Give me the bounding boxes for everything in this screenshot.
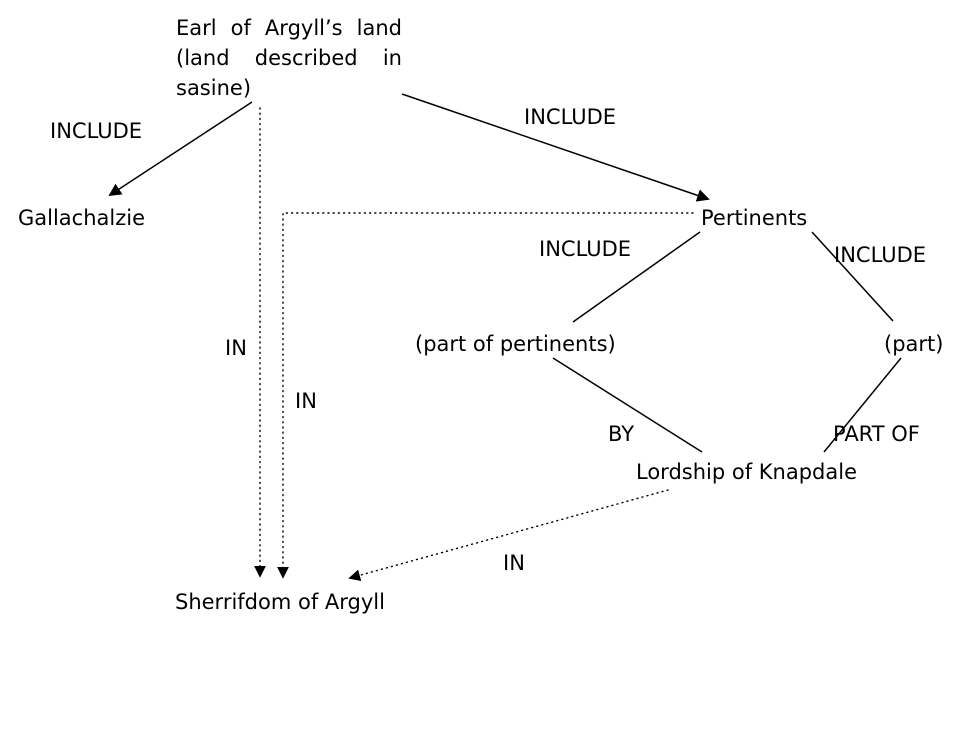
node-lordship-of-knapdale: Lordship of Knapdale [636,460,858,484]
edge-label-include-part: INCLUDE [834,243,927,267]
edge-include-pertinents-line [401,93,710,202]
edge-in-pertinents-sherrifdom-line [277,212,694,579]
edge-label-in-earl-sherrifdom: IN [225,336,247,360]
node-pertinents: Pertinents [701,206,808,230]
node-part-of-pertinents: (part of pertinents) [415,332,616,356]
edge-label-part-of-lordship: PART OF [833,422,920,446]
node-part: (part) [884,332,944,356]
edge-include-part-line [811,231,894,322]
edge-label-in-lordship-sherrifdom: IN [503,551,525,575]
edge-label-include-gallachalzie: INCLUDE [50,119,143,143]
edge-part-of-lordship-line [823,357,902,453]
edge-in-lordship-sherrifdom-line [348,489,669,582]
node-gallachalzie: Gallachalzie [18,206,146,230]
edge-label-in-pertinents-sherrifdom: IN [295,389,317,413]
edge-label-by-lordship: BY [608,422,635,446]
edge-include-gallachalzie-line [108,101,253,197]
edge-label-include-pertinents: INCLUDE [524,105,617,129]
node-sherrifdom-of-argyll: Sherrifdom of Argyll [175,590,385,614]
edge-include-part-of-pertinents-line [572,231,701,323]
node-earl-of-argylls-land: Earl of Argyll’s land (land described in… [176,16,402,100]
edge-label-include-part-of-pertinents: INCLUDE [539,237,632,261]
edge-by-lordship-line [552,357,703,453]
